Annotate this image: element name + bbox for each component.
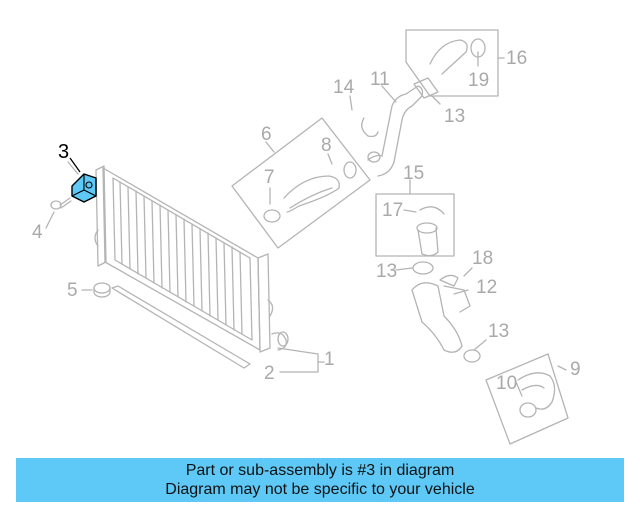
part-3-highlighted[interactable] — [69, 157, 97, 203]
pipe-11 — [361, 77, 439, 177]
callout-13c: 13 — [488, 321, 510, 342]
group-box-6 — [231, 117, 371, 249]
callout-2: 2 — [264, 363, 275, 384]
callout-12: 12 — [476, 277, 498, 298]
callout-4: 4 — [32, 222, 43, 243]
group-box-17 — [375, 193, 455, 257]
part-4-bolt — [50, 197, 72, 210]
diagram-disclaimer: Diagram may not be specific to your vehi… — [165, 481, 475, 498]
callout-16: 16 — [506, 48, 528, 69]
part-5-mount — [93, 282, 111, 298]
callout-19: 19 — [468, 70, 490, 91]
callout-13a: 13 — [444, 106, 466, 127]
intercooler-core — [94, 165, 289, 369]
callout-5: 5 — [67, 280, 78, 301]
group-box-16 — [405, 29, 499, 97]
callout-11: 11 — [370, 69, 390, 90]
callout-1: 1 — [324, 349, 335, 370]
callout-3[interactable]: 3 — [58, 141, 70, 163]
callout-17: 15 — [403, 163, 425, 184]
callout-6: 6 — [261, 124, 272, 145]
leader-lines — [45, 51, 567, 397]
callout-15: 18 — [472, 248, 494, 269]
parts-diagram — [45, 29, 569, 445]
callout-9: 9 — [570, 359, 581, 380]
callout-14: 14 — [333, 77, 355, 98]
diagram-info-banner: Part or sub-assembly is #3 in diagram Di… — [16, 458, 624, 502]
callout-13b: 13 — [376, 261, 398, 282]
hose-12 — [411, 261, 481, 363]
group-box-9 — [485, 353, 569, 445]
callout-7: 7 — [264, 167, 275, 188]
callout-8: 8 — [321, 135, 332, 156]
callout-10: 10 — [496, 373, 518, 394]
callout-18: 17 — [382, 200, 404, 221]
part-number-note: Part or sub-assembly is #3 in diagram — [185, 462, 455, 479]
